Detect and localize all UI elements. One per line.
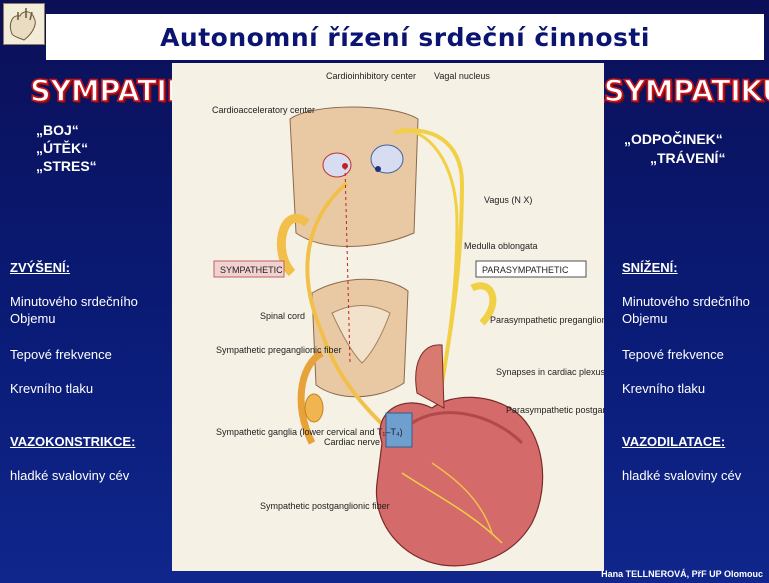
keyword-utek: „ÚTĚK“ <box>36 140 88 157</box>
medulla-section <box>290 107 418 247</box>
label-symp-ganglia: Sympathetic ganglia (lower cervical and … <box>216 427 403 437</box>
increase-label: ZVÝŠENÍ: <box>10 259 70 276</box>
right-vaso-text: hladké svaloviny cév <box>622 467 741 484</box>
title-bar: Autonomní řízení srdeční činnosti <box>46 14 764 60</box>
label-medulla: Medulla oblongata <box>464 241 538 251</box>
label-vagus: Vagus (N X) <box>484 195 532 205</box>
keyword-traveni: „TRÁVENÍ“ <box>650 150 725 167</box>
slide-title: Autonomní řízení srdeční činnosti <box>160 23 650 52</box>
label-symp-post: Sympathetic postganglionic fiber <box>260 501 390 511</box>
anatomy-figure: Cardioinhibitory center Vagal nucleus Ca… <box>172 63 604 571</box>
left-item-rate: Tepové frekvence <box>10 346 112 363</box>
keyword-stres: „STRES“ <box>36 158 97 175</box>
label-parasympathetic-box: PARASYMPATHETIC <box>482 265 569 275</box>
label-cardioinhibitory: Cardioinhibitory center <box>326 71 416 81</box>
left-vaso-text: hladké svaloviny cév <box>10 467 129 484</box>
right-item-rate: Tepové frekvence <box>622 346 724 363</box>
label-vagal-nucleus: Vagal nucleus <box>434 71 490 81</box>
label-para-post: Parasympathetic postganglionic fibers <box>506 405 604 415</box>
label-synapses: Synapses in cardiac plexus <box>496 367 604 377</box>
right-item-output: Minutového srdečního Objemu <box>622 293 768 327</box>
left-item-pressure: Krevního tlaku <box>10 380 93 397</box>
footer-credit: Hana TELLNEROVÁ, PřF UP Olomouc <box>601 569 763 579</box>
label-symp-pre: Sympathetic preganglionic fiber <box>216 345 342 355</box>
label-para-pre: Parasympathetic preganglionic fiber <box>490 315 604 325</box>
heart-logo <box>3 3 45 45</box>
vasodilation-label: VAZODILATACE: <box>622 433 725 450</box>
decrease-label: SNÍŽENÍ: <box>622 259 678 276</box>
label-cardiac-nerve: Cardiac nerve <box>324 437 380 447</box>
keyword-odpocinek: „ODPOČINEK“ <box>624 131 723 148</box>
label-cardioacceleratory: Cardioacceleratory center <box>212 105 315 115</box>
keyword-boj: „BOJ“ <box>36 122 79 139</box>
right-item-pressure: Krevního tlaku <box>622 380 705 397</box>
left-item-output: Minutového srdečního Objemu <box>10 293 170 327</box>
vasoconstriction-label: VAZOKONSTRIKCE: <box>10 433 135 450</box>
label-spinal-cord: Spinal cord <box>260 311 305 321</box>
label-sympathetic-box: SYMPATHETIC <box>220 265 283 275</box>
